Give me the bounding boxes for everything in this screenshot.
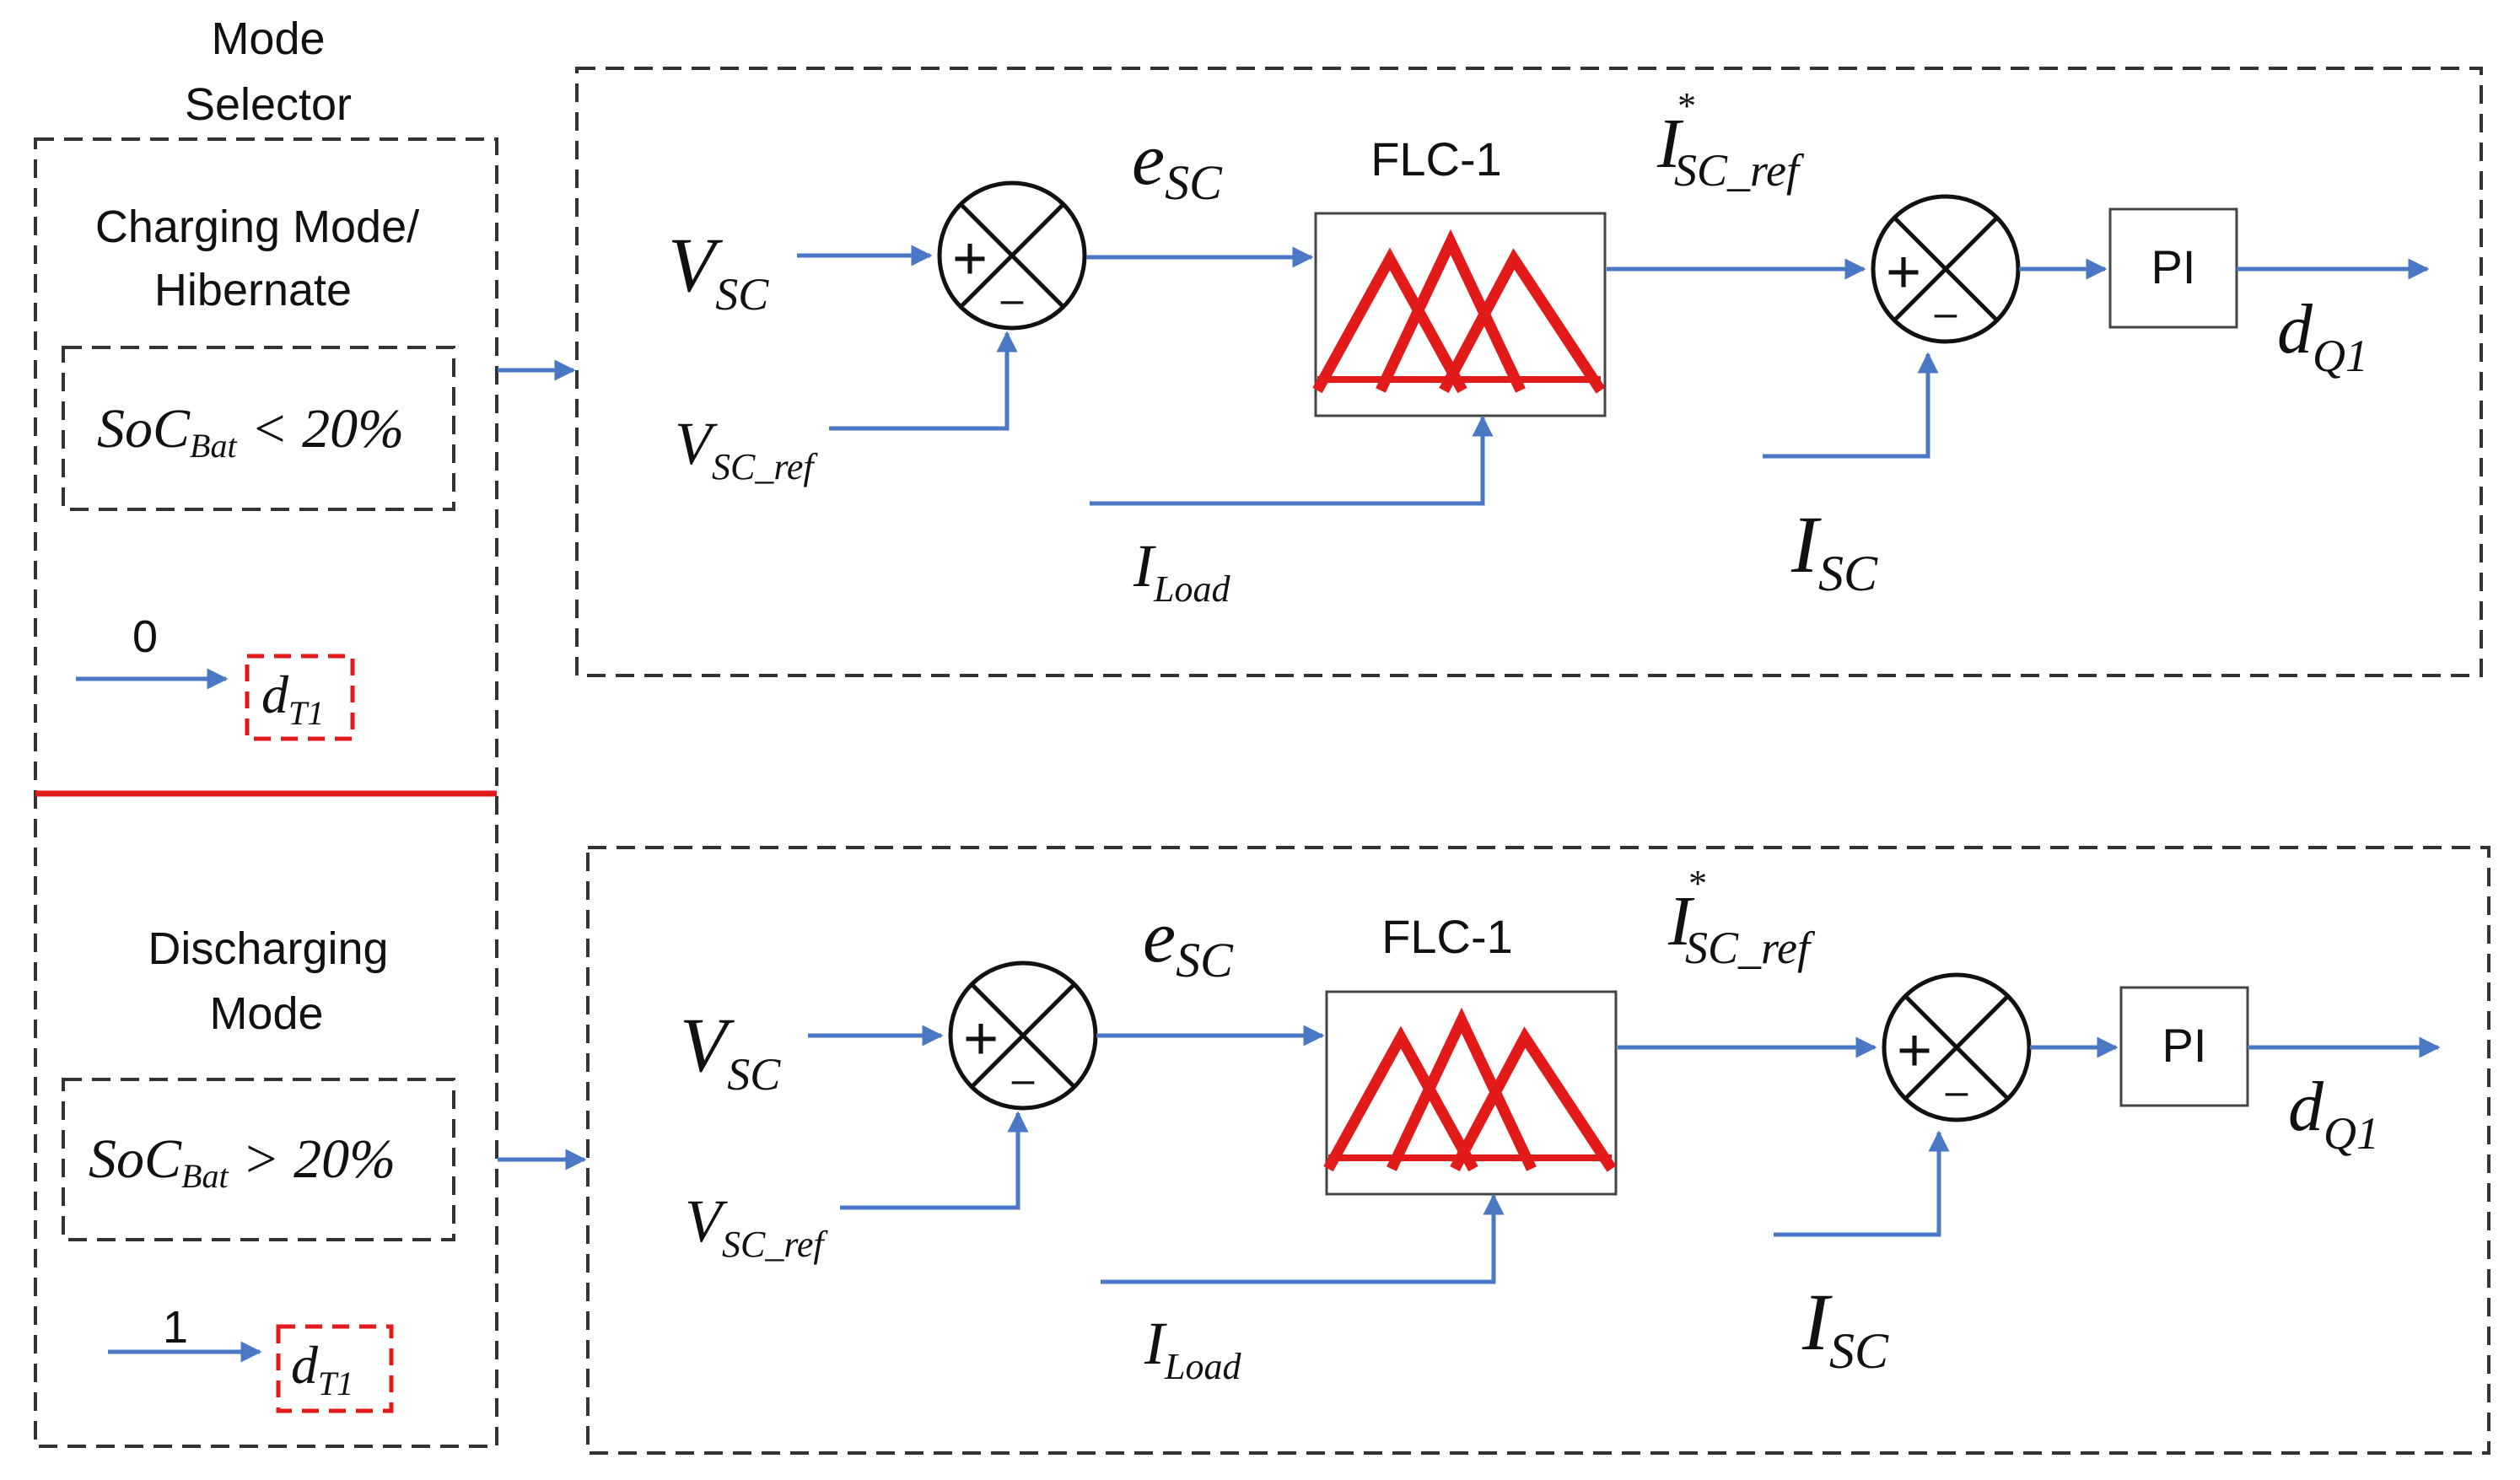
minus-sign: – — [1012, 1058, 1035, 1102]
minus-sign: – — [1001, 277, 1024, 322]
minus-sign: – — [1946, 1069, 1968, 1114]
charging-mode-section: Charging Mode/ Hibernate SoCBat < 20% 0 … — [62, 202, 455, 741]
vsc-input-label: VSC — [680, 1002, 781, 1100]
membership-function-3 — [1439, 248, 1606, 394]
discharging-duty-input-value: 1 — [163, 1302, 188, 1353]
discharging-duty-box — [276, 1324, 394, 1413]
pi-label: PI — [2151, 240, 2196, 293]
discharging-mode-label-line2: Mode — [209, 988, 323, 1039]
membership-function-1 — [1312, 247, 1467, 394]
vsc-input-label: VSC — [668, 222, 769, 320]
isc-arrow — [1774, 1130, 1950, 1237]
pi-block — [2119, 986, 2249, 1107]
pi-block — [2108, 207, 2238, 329]
plus-sign: + — [952, 225, 988, 293]
discharging-duty-output: dT1 — [291, 1335, 353, 1402]
charging-duty-input-value: 0 — [132, 611, 158, 662]
plus-sign: + — [1886, 239, 1921, 306]
error-label: eSC — [1143, 896, 1234, 988]
summing-junction-error: + – — [948, 961, 1098, 1111]
summing-junction-current: + – — [1871, 194, 2021, 344]
summing-junction-current: + – — [1882, 972, 2032, 1122]
discharging-condition-box — [62, 1078, 455, 1241]
charging-mode-label-line1: Charging Mode/ — [95, 202, 419, 252]
iload-arrow — [1101, 1193, 1505, 1284]
mode-selector-title-line2: Selector — [185, 79, 352, 130]
isc-arrow — [1763, 352, 1939, 459]
minus-sign: – — [1935, 291, 1957, 336]
summing-junction-error: + – — [937, 180, 1087, 331]
charging-condition: SoCBat < 20% — [97, 398, 404, 465]
iref-label: I*SC_ref — [1667, 863, 1816, 973]
isc-label: ISC — [1790, 499, 1878, 601]
vsc-ref-arrow — [829, 331, 1018, 431]
charging-mode-label-line2: Hibernate — [154, 265, 352, 315]
dq1-output-label: dQ1 — [2277, 290, 2368, 381]
discharging-condition: SoCBat > 20% — [89, 1128, 396, 1195]
vsc-ref-label: VSC_ref — [675, 410, 818, 487]
controller-charging-border — [575, 67, 2483, 677]
iload-arrow — [1090, 415, 1494, 506]
charging-duty-output: dT1 — [261, 665, 324, 732]
isc-label: ISC — [1801, 1277, 1889, 1379]
iref-label: I*SC_ref — [1656, 85, 1805, 196]
membership-function-3 — [1450, 1026, 1617, 1172]
vsc-ref-arrow — [840, 1111, 1029, 1210]
plus-sign: + — [963, 1005, 999, 1073]
membership-function-2 — [1387, 1007, 1537, 1171]
discharging-mode-label-line1: Discharging — [148, 923, 388, 974]
charging-condition-box — [62, 346, 455, 511]
flc-block — [1323, 990, 1618, 1196]
plus-sign: + — [1897, 1017, 1932, 1084]
iload-label: ILoad — [1144, 1310, 1241, 1387]
flc-block — [1312, 212, 1607, 417]
dq1-output-label: dQ1 — [2288, 1068, 2379, 1159]
membership-function-2 — [1376, 229, 1526, 393]
mode-selector-panel: Mode Selector Charging Mode/ Hibernate S… — [34, 13, 587, 1448]
iload-label: ILoad — [1133, 532, 1230, 610]
controller-charging: VSC + – VSC_ref eSC FLC-1 ILoad I*SC_ref — [575, 67, 2483, 677]
pi-label: PI — [2162, 1019, 2207, 1072]
controller-discharging-border — [586, 846, 2490, 1455]
charging-duty-box — [245, 654, 355, 741]
controller-discharging: VSC + – VSC_ref eSC FLC-1 ILoad I*SC_ref — [586, 846, 2490, 1455]
mode-selector-title-line1: Mode — [211, 13, 325, 64]
error-label: eSC — [1132, 119, 1223, 210]
discharging-mode-section: Discharging Mode SoCBat > 20% 1 dT1 — [62, 923, 455, 1413]
vsc-ref-label: VSC_ref — [685, 1187, 828, 1265]
membership-function-1 — [1323, 1025, 1478, 1172]
flc-label: FLC-1 — [1381, 910, 1513, 963]
flc-label: FLC-1 — [1370, 132, 1502, 186]
